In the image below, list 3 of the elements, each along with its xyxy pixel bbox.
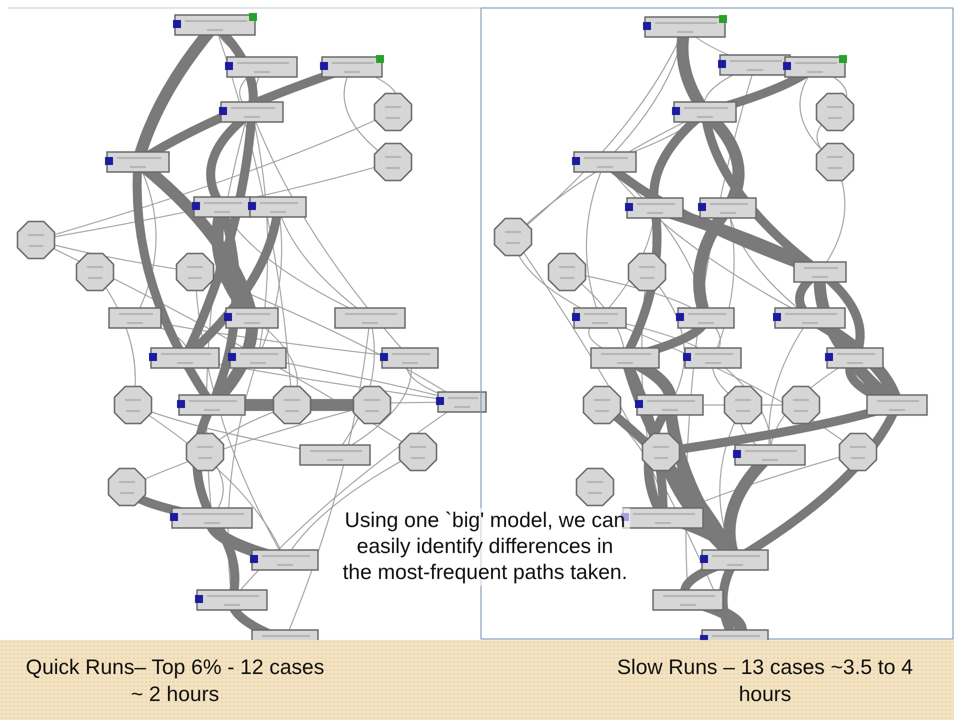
panel-caption: Slow Runs – 13 cases ~3.5 to 4 hours — [616, 655, 914, 708]
panel-caption: Quick Runs– Top 6% - 12 cases ~ 2 hours — [25, 655, 325, 708]
annotation-text: Using one `big' model, we can easily identify differences in the most-frequent paths taken. — [340, 508, 630, 586]
